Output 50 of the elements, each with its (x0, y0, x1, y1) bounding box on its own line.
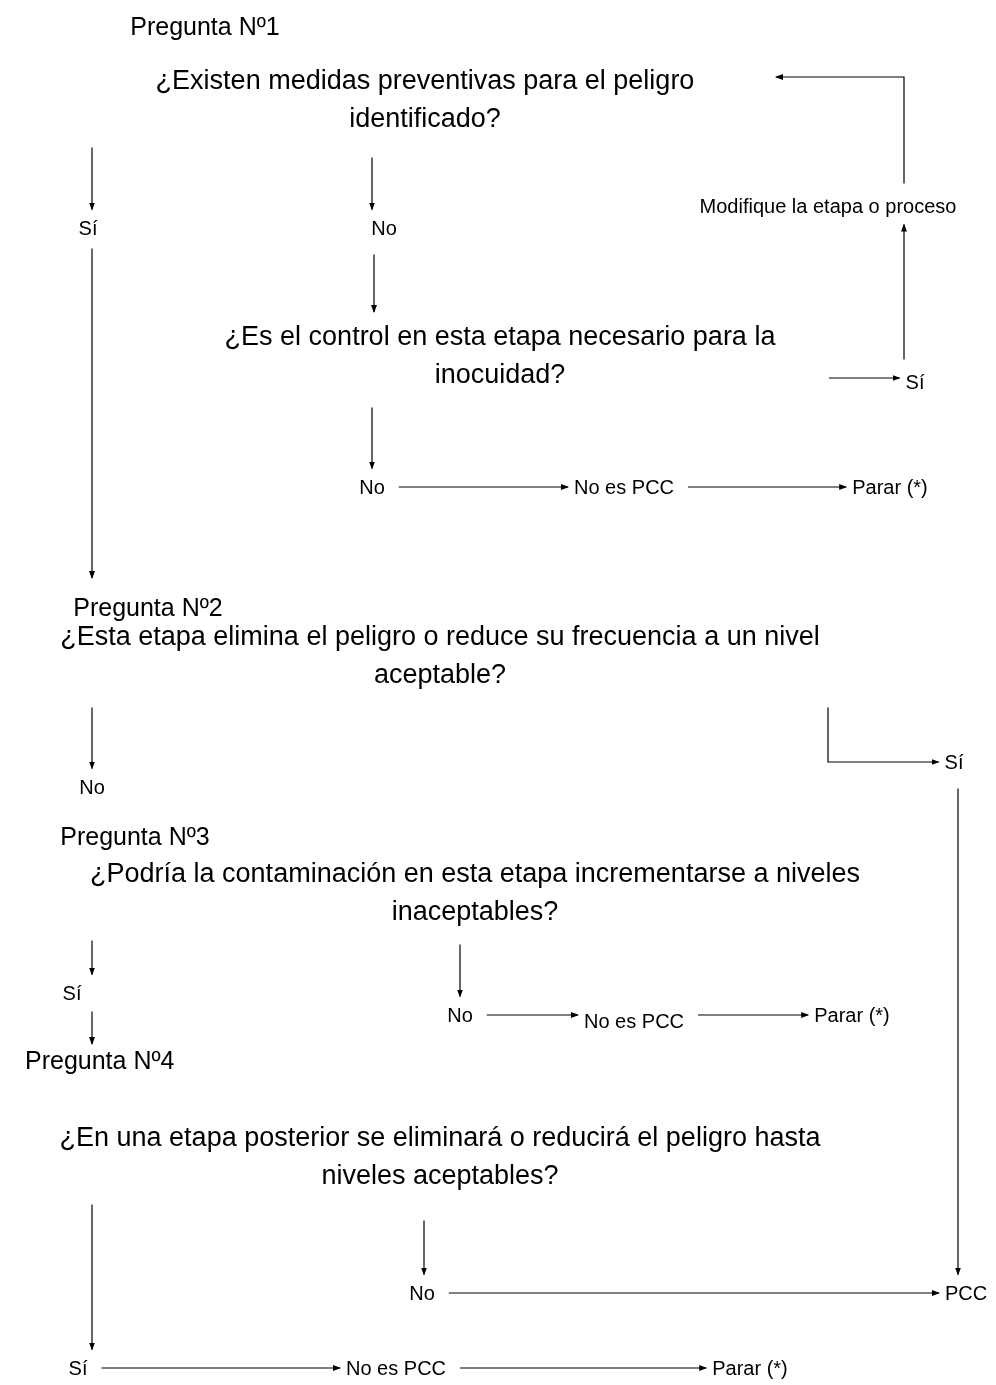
arrow (901, 223, 907, 361)
arrow (421, 1220, 427, 1276)
arrow (89, 147, 95, 211)
question-heading: Pregunta Nº1 (130, 13, 280, 39)
arrow (486, 1012, 579, 1018)
arrow (89, 247, 95, 579)
arrow (369, 157, 375, 211)
answer-text: Parar (*) (852, 474, 928, 500)
question-heading: Pregunta Nº2 (73, 594, 223, 620)
arrow (457, 944, 463, 998)
answer-text: Modifique la etapa o proceso (699, 193, 957, 219)
question-text: ¿Es el control en esta etapa necesario para la inocuidad? (223, 320, 777, 391)
answer-text: No (409, 1280, 435, 1306)
answer-text: No (447, 1002, 473, 1028)
arrow (828, 375, 901, 381)
arrow (398, 484, 569, 490)
question-text: ¿Esta etapa elimina el peligro o reduce su frecuencia a un nivel aceptable? (59, 621, 821, 691)
question-heading: Pregunta Nº4 (25, 1048, 175, 1073)
answer-text: Sí (62, 980, 82, 1006)
answer-text: Sí (905, 369, 925, 395)
answer-text: Parar (*) (814, 1002, 890, 1028)
arrow (955, 787, 961, 1276)
arrow (89, 940, 95, 976)
question-text: ¿Podría la contaminación en esta etapa incrementarse a niveles inaceptables? (89, 857, 861, 928)
answer-text: No (371, 215, 397, 241)
answer-text: No es PCC (346, 1355, 446, 1381)
arrow (89, 1010, 95, 1045)
answer-text: Parar (*) (712, 1355, 788, 1381)
arrow (827, 707, 940, 765)
answer-text: Sí (68, 1355, 88, 1381)
answer-text: Sí (944, 749, 964, 775)
arrow (459, 1365, 708, 1371)
answer-text: No es PCC (584, 1008, 684, 1034)
question-text: ¿Existen medidas preventivas para el peligro identificado? (154, 64, 696, 135)
answer-text: Sí (78, 215, 98, 241)
answer-text: No (359, 474, 385, 500)
arrow (687, 484, 848, 490)
answer-text: PCC (944, 1280, 988, 1306)
question-heading: Pregunta Nº3 (60, 823, 210, 849)
arrow (369, 407, 375, 470)
arrow (89, 707, 95, 770)
question-text: ¿En una etapa posterior se eliminará o reducirá el peligro hasta niveles aceptables? (58, 1121, 822, 1192)
arrow (89, 1204, 95, 1351)
arrow (775, 74, 905, 185)
answer-text: No (79, 774, 105, 800)
arrow (697, 1012, 810, 1018)
answer-text: No es PCC (574, 474, 674, 500)
arrow (100, 1365, 341, 1371)
arrow (371, 253, 377, 313)
arrow (448, 1290, 940, 1296)
